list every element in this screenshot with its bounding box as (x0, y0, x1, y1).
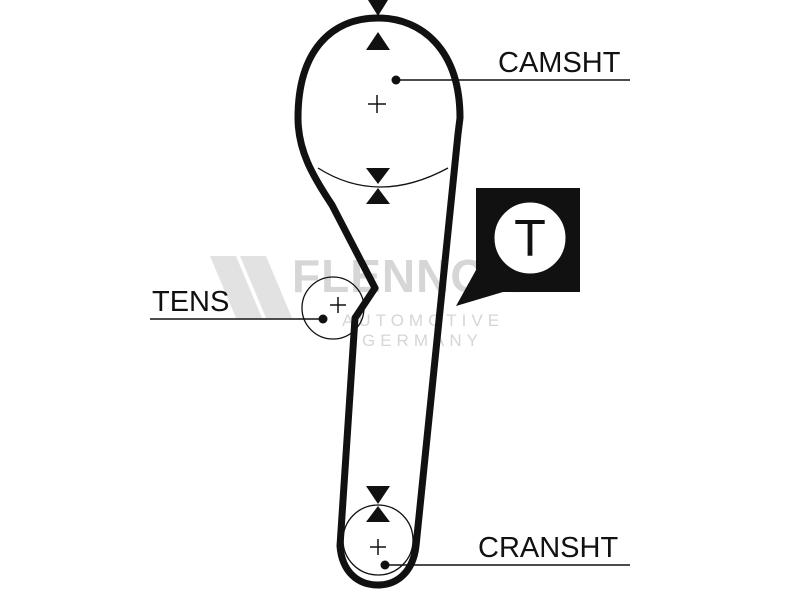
watermark-logo-mark (210, 256, 292, 318)
camshaft-pulley (317, 75, 630, 188)
tensioner-pulley (150, 276, 365, 340)
tensioner-badge: T (456, 188, 580, 306)
tensioner-badge-pointer (456, 270, 503, 306)
timing-belt (294, 14, 464, 589)
tensioner-badge-ring (491, 199, 569, 277)
tensioner-badge-letter: T (514, 210, 546, 268)
camshaft-timing-mark (366, 168, 390, 204)
crankshaft-label: CRANSHT (478, 532, 618, 564)
watermark-line2: GERMANY (362, 331, 483, 350)
tensioner-pulley-circle (301, 276, 365, 340)
tensioner-center-mark (330, 297, 346, 313)
crankshaft-pulley (342, 504, 630, 576)
camshaft-pulley-arc (317, 167, 449, 188)
crankshaft-timing-mark (366, 486, 390, 522)
camshaft-center-mark (368, 95, 386, 113)
camshaft-label: CAMSHT (498, 47, 621, 79)
tensioner-label: TENS (152, 286, 229, 318)
crankshaft-pulley-circle (342, 504, 414, 576)
watermark-line1: AUTOMOTIVE (342, 311, 504, 330)
crankshaft-center-mark (370, 539, 386, 555)
top-timing-mark (366, 0, 390, 50)
